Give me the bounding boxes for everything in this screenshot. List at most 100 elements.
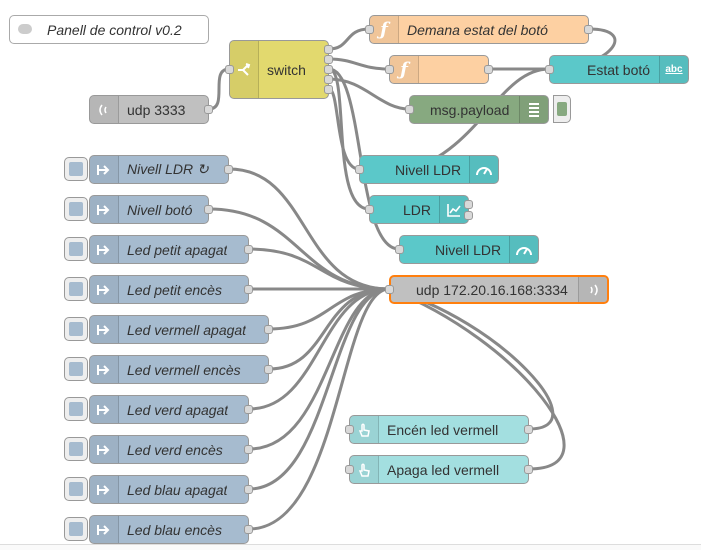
inject-node[interactable]: Nivell LDR ↻	[89, 155, 233, 184]
debug-node[interactable]: msg.payload	[405, 95, 549, 124]
debug-toggle-button[interactable]	[553, 95, 571, 123]
inject-node[interactable]: Led petit encès	[89, 275, 253, 304]
inject-node[interactable]: Nivell botó	[89, 195, 213, 224]
input-port[interactable]	[225, 65, 234, 74]
output-port[interactable]	[464, 200, 473, 209]
input-port[interactable]	[395, 245, 404, 254]
comment-node[interactable]: Panell de control v0.2	[9, 15, 209, 44]
inject-trigger-indicator	[69, 242, 83, 256]
ui-button-node-apaga[interactable]: Apaga led vermell	[345, 455, 533, 484]
output-port[interactable]	[244, 285, 253, 294]
output-port[interactable]	[244, 405, 253, 414]
input-port[interactable]	[345, 465, 354, 474]
inject-trigger-indicator	[69, 202, 83, 216]
input-port[interactable]	[355, 165, 364, 174]
inject-node[interactable]: Led blau apagat	[89, 475, 253, 504]
output-port[interactable]	[524, 465, 533, 474]
inject-node[interactable]: Led verd encès	[89, 435, 253, 464]
inject-trigger-button[interactable]	[64, 517, 88, 541]
inject-node[interactable]: Led petit apagat	[89, 235, 253, 264]
gauge-label: Nivell LDR	[395, 161, 462, 178]
inject-trigger-button[interactable]	[64, 197, 88, 221]
inject-trigger-button[interactable]	[64, 317, 88, 341]
inject-trigger-button[interactable]	[64, 237, 88, 261]
inject-node[interactable]: Led vermell encès	[89, 355, 273, 384]
wire	[327, 27, 371, 51]
inject-trigger-button[interactable]	[64, 477, 88, 501]
output-port[interactable]	[464, 211, 473, 220]
inject-node[interactable]: Led blau encès	[89, 515, 253, 544]
text-node-estat-boto[interactable]: Estat botó abc	[545, 55, 689, 84]
input-port[interactable]	[405, 105, 414, 114]
inject-trigger-indicator	[69, 522, 83, 536]
inject-trigger-button[interactable]	[64, 157, 88, 181]
output-port[interactable]	[324, 45, 333, 54]
output-port[interactable]	[264, 365, 273, 374]
ui-button-label: Apaga led vermell	[387, 461, 500, 478]
gauge-node-nivell-ldr-2[interactable]: Nivell LDR	[395, 235, 539, 264]
output-port[interactable]	[324, 75, 333, 84]
function-node[interactable]: ƒ	[385, 55, 493, 84]
wire	[327, 87, 361, 171]
input-port[interactable]	[385, 65, 394, 74]
text-node-label: Estat botó	[587, 61, 651, 78]
switch-label: switch	[267, 61, 306, 78]
output-port[interactable]	[324, 55, 333, 64]
wire	[227, 167, 391, 291]
wire	[387, 287, 555, 431]
inject-node[interactable]: Led vermell apagat	[89, 315, 273, 344]
switch-icon	[230, 41, 259, 98]
wire	[267, 287, 391, 331]
switch-node[interactable]: switch	[225, 40, 333, 99]
output-port[interactable]	[204, 205, 213, 214]
output-port[interactable]	[244, 445, 253, 454]
output-port[interactable]	[324, 85, 333, 94]
comment-label: Panell de control v0.2	[47, 21, 182, 38]
function-icon: ƒ	[370, 16, 399, 43]
output-port[interactable]	[524, 425, 533, 434]
inject-label: Led blau apagat	[127, 481, 228, 498]
output-port[interactable]	[224, 165, 233, 174]
inject-node[interactable]: Led verd apagat	[89, 395, 253, 424]
wire	[207, 67, 231, 111]
wire	[327, 57, 391, 71]
output-port[interactable]	[244, 245, 253, 254]
inject-label: Led blau encès	[127, 521, 222, 538]
inject-trigger-indicator	[69, 402, 83, 416]
inject-label: Nivell LDR ↻	[127, 161, 209, 177]
inject-arrow-icon	[90, 356, 119, 383]
output-port[interactable]	[264, 325, 273, 334]
udp-icon	[578, 277, 607, 302]
wire	[327, 67, 371, 211]
udp-icon	[90, 96, 119, 123]
ui-button-node-encen[interactable]: Encén led vermell	[345, 415, 533, 444]
output-port[interactable]	[324, 65, 333, 74]
inject-trigger-button[interactable]	[64, 357, 88, 381]
inject-arrow-icon	[90, 156, 119, 183]
input-port[interactable]	[365, 25, 374, 34]
inject-trigger-button[interactable]	[64, 277, 88, 301]
wire	[267, 287, 391, 371]
output-port[interactable]	[244, 485, 253, 494]
function-node-demana[interactable]: ƒ Demana estat del botó	[365, 15, 593, 44]
output-port[interactable]	[484, 65, 493, 74]
output-port[interactable]	[244, 525, 253, 534]
input-port[interactable]	[545, 65, 554, 74]
udp-in-node[interactable]: udp 3333	[89, 95, 213, 124]
input-port[interactable]	[345, 425, 354, 434]
output-port[interactable]	[584, 25, 593, 34]
udp-out-node[interactable]: udp 172.20.16.168:3334	[385, 275, 609, 304]
input-port[interactable]	[385, 285, 394, 294]
inject-arrow-icon	[90, 436, 119, 463]
comment-icon	[18, 24, 32, 34]
inject-trigger-button[interactable]	[64, 397, 88, 421]
pointer-hand-icon	[350, 456, 379, 483]
gauge-node-nivell-ldr[interactable]: Nivell LDR	[355, 155, 499, 184]
chart-label: LDR	[403, 201, 432, 218]
input-port[interactable]	[365, 205, 374, 214]
output-port[interactable]	[204, 105, 213, 114]
inject-trigger-button[interactable]	[64, 437, 88, 461]
chart-node-ldr[interactable]: LDR	[365, 195, 473, 224]
debug-label: msg.payload	[430, 101, 510, 118]
